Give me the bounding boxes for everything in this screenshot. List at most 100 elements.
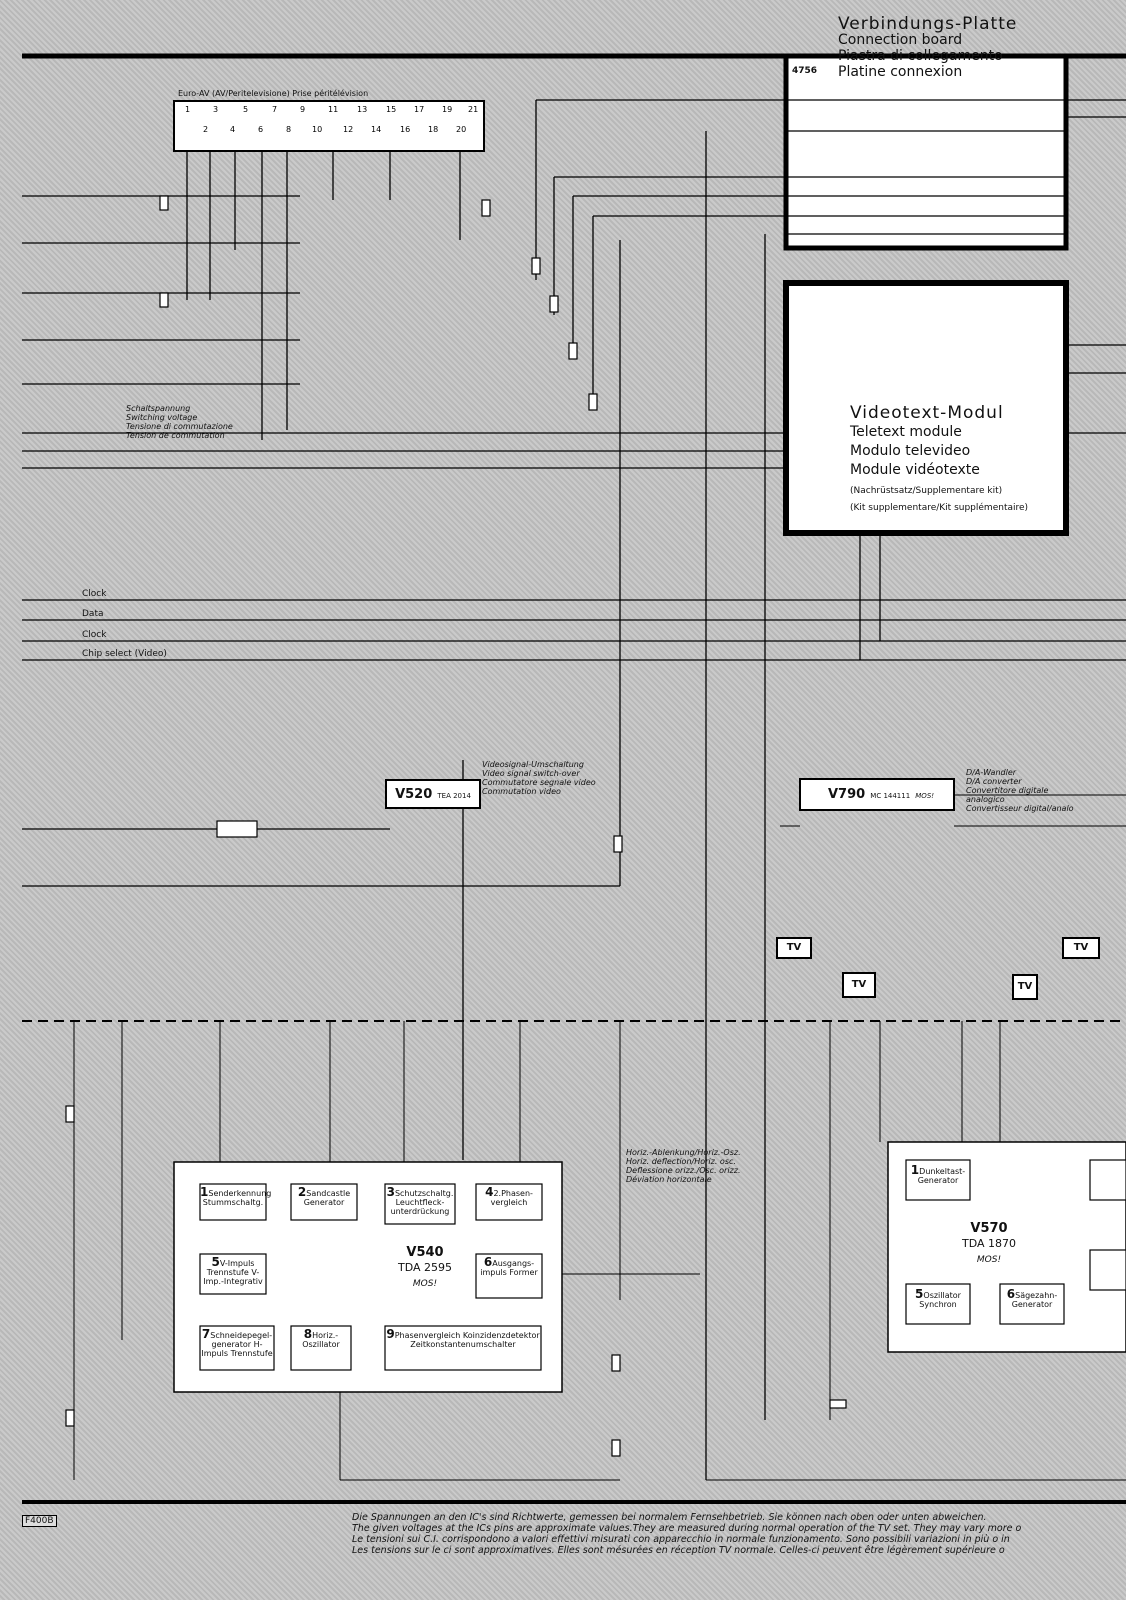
v520-name: V520 bbox=[395, 787, 433, 802]
svg-text:14: 14 bbox=[371, 125, 381, 134]
v570-block-6-text: Sägezahn- Generator bbox=[1011, 1291, 1058, 1309]
title-en: Connection board bbox=[838, 32, 963, 48]
v540-block-9-num: 9 bbox=[386, 1327, 395, 1341]
v520-description: Videosignal-Umschaltung Video signal swi… bbox=[482, 760, 596, 796]
v540-block-2-text: Sandcastle Generator bbox=[303, 1189, 351, 1207]
v540-block-3-text: Schutzschaltg. Leuchtfleck- unterdrückun… bbox=[390, 1189, 454, 1216]
v540-block-4-text: 2.Phasen- vergleich bbox=[490, 1189, 533, 1207]
v520-d4: Commutation video bbox=[482, 787, 561, 796]
bus-clock-label: Clock bbox=[82, 589, 107, 599]
svg-text:7: 7 bbox=[272, 105, 277, 114]
tv-badge-2: TV bbox=[842, 972, 876, 998]
v540-description: Horiz.-Ablenkung/Horiz.-Osz. Horiz. defl… bbox=[626, 1148, 741, 1184]
v790-description: D/A-Wandler D/A converter Convertitore d… bbox=[966, 768, 1074, 813]
title-it: Piastra di collegamento bbox=[838, 48, 1003, 64]
v540-block-8: 8Horiz.- Oszillator bbox=[291, 1327, 351, 1349]
bus-chip-select-label: Chip select (Video) bbox=[82, 649, 167, 659]
v540-block-3: 3Schutzschaltg. Leuchtfleck- unterdrücku… bbox=[385, 1185, 455, 1216]
videotext-kit-1: (Nachrüstsatz/Supplementare kit) bbox=[850, 486, 1003, 496]
v540-block-1-text: Senderkennung Stummschaltg. bbox=[202, 1189, 272, 1207]
v540-ic: V540 TDA 2595 MOS! bbox=[380, 1244, 470, 1291]
v570-mos: MOS! bbox=[976, 1255, 1002, 1265]
svg-text:12: 12 bbox=[343, 125, 353, 134]
tv-badge-4: TV bbox=[1062, 937, 1100, 959]
v520-d1: Videosignal-Umschaltung bbox=[482, 760, 584, 769]
footer-en: The given voltages at the ICs pins are a… bbox=[352, 1523, 1022, 1534]
v790-d4: analogico bbox=[966, 795, 1005, 804]
svg-text:4: 4 bbox=[230, 125, 235, 134]
connection-board-title: Verbindungs-Platte Connection board Pias… bbox=[838, 16, 1017, 81]
v570-block-6: 6Sägezahn- Generator bbox=[1000, 1287, 1064, 1309]
title-fr: Platine connexion bbox=[838, 64, 963, 80]
v540-block-7-text: Schneidepegel- generator H-Impuls Trenns… bbox=[201, 1331, 273, 1358]
v520-type: TEA 2014 bbox=[437, 792, 471, 800]
v540-name: V540 bbox=[406, 1245, 444, 1260]
v540-block-8-num: 8 bbox=[303, 1327, 313, 1341]
v790-ic: V790 MC 144111 MOS! bbox=[828, 786, 954, 803]
switching-it: Tensione di commutazione bbox=[126, 422, 233, 431]
v540-block-3-num: 3 bbox=[386, 1185, 395, 1199]
v570-name: V570 bbox=[970, 1221, 1008, 1236]
v570-block-5-text: Oszillator Synchron bbox=[919, 1291, 961, 1309]
svg-text:11: 11 bbox=[328, 105, 338, 114]
v540-block-1: 1Senderkennung Stummschaltg. bbox=[200, 1185, 271, 1207]
v540-block-7-num: 7 bbox=[201, 1327, 211, 1341]
v540-block-5: 5V-Impuls Trennstufe V-Imp.-Integrativ bbox=[200, 1256, 266, 1286]
footer-fr: Les tensions sur le ci sont approximativ… bbox=[352, 1545, 1005, 1556]
v520-d3: Commutatore segnale video bbox=[482, 778, 596, 787]
footer-de: Die Spannungen an den IC's sind Richtwer… bbox=[352, 1512, 987, 1523]
v540-d3: Deflessione orizz./Osc. orizz. bbox=[626, 1166, 741, 1175]
v540-d2: Horiz. deflection/Horiz. osc. bbox=[626, 1157, 736, 1166]
v790-d2: D/A converter bbox=[966, 777, 1022, 786]
svg-text:6: 6 bbox=[258, 125, 263, 134]
v790-d1: D/A-Wandler bbox=[966, 768, 1017, 777]
v570-block-1-text: Dunkeltast- Generator bbox=[917, 1167, 966, 1185]
v570-ic: V570 TDA 1870 MOS! bbox=[944, 1220, 1034, 1267]
svg-text:18: 18 bbox=[428, 125, 438, 134]
svg-text:5: 5 bbox=[243, 105, 248, 114]
v570-block-5: 5Oszillator Synchron bbox=[906, 1287, 970, 1309]
v790-name: V790 bbox=[828, 787, 866, 802]
tv-badge-1: TV bbox=[776, 937, 812, 959]
v540-block-1-num: 1 bbox=[200, 1185, 209, 1199]
videotext-module-title: Videotext-Modul Teletext module Modulo t… bbox=[850, 404, 1028, 514]
v540-d4: Déviation horizontale bbox=[626, 1175, 712, 1184]
v790-type: MC 144111 bbox=[870, 792, 911, 800]
bus-data-label: Data bbox=[82, 609, 104, 619]
euro-av-label: Euro-AV (AV/Peritelevisione) Prise périt… bbox=[178, 89, 369, 98]
svg-text:16: 16 bbox=[400, 125, 410, 134]
v570-block-5-num: 5 bbox=[915, 1287, 924, 1301]
v540-mos: MOS! bbox=[412, 1279, 438, 1289]
tv-badge-3: TV bbox=[1012, 974, 1038, 1000]
videotext-kit-2: (Kit supplementare/Kit supplémentaire) bbox=[850, 503, 1029, 513]
v570-block-6-num: 6 bbox=[1006, 1287, 1016, 1301]
v540-block-9: 9Phasenvergleich Koinzidenzdetektor Zeit… bbox=[385, 1327, 541, 1349]
v540-block-8-text: Horiz.- Oszillator bbox=[302, 1331, 340, 1349]
svg-text:8: 8 bbox=[286, 125, 291, 134]
v570-block-1-num: 1 bbox=[910, 1163, 920, 1177]
v540-block-4-num: 4 bbox=[485, 1185, 494, 1199]
footer-notes: Die Spannungen an den IC's sind Richtwer… bbox=[352, 1512, 1126, 1556]
v540-type: TDA 2595 bbox=[397, 1261, 452, 1274]
svg-text:2: 2 bbox=[203, 125, 208, 134]
v790-mos: MOS! bbox=[915, 792, 935, 800]
v570-type: TDA 1870 bbox=[961, 1237, 1016, 1250]
bus-clock-label-2: Clock bbox=[82, 630, 107, 640]
v540-block-2: 2Sandcastle Generator bbox=[291, 1186, 357, 1207]
svg-text:10: 10 bbox=[312, 125, 322, 134]
drawing-code: F400B bbox=[22, 1515, 57, 1527]
videotext-de: Videotext-Modul bbox=[850, 403, 1004, 423]
switching-voltage-caption: Schaltspannung Switching voltage Tension… bbox=[126, 404, 233, 440]
svg-text:15: 15 bbox=[386, 105, 396, 114]
v520-d2: Video signal switch-over bbox=[482, 769, 580, 778]
footer-it: Le tensioni sui C.I. corrispondono a val… bbox=[352, 1534, 1010, 1545]
svg-text:9: 9 bbox=[300, 105, 305, 114]
v520-ic: V520 TEA 2014 bbox=[388, 786, 478, 803]
switching-fr: Tension de commutation bbox=[126, 431, 225, 440]
v540-block-5-text: V-Impuls Trennstufe V-Imp.-Integrativ bbox=[203, 1259, 263, 1286]
switching-en: Switching voltage bbox=[126, 413, 198, 422]
svg-text:17: 17 bbox=[414, 105, 424, 114]
v540-block-9-text: Phasenvergleich Koinzidenzdetektor Zeitk… bbox=[394, 1331, 540, 1349]
svg-text:1: 1 bbox=[185, 105, 190, 114]
